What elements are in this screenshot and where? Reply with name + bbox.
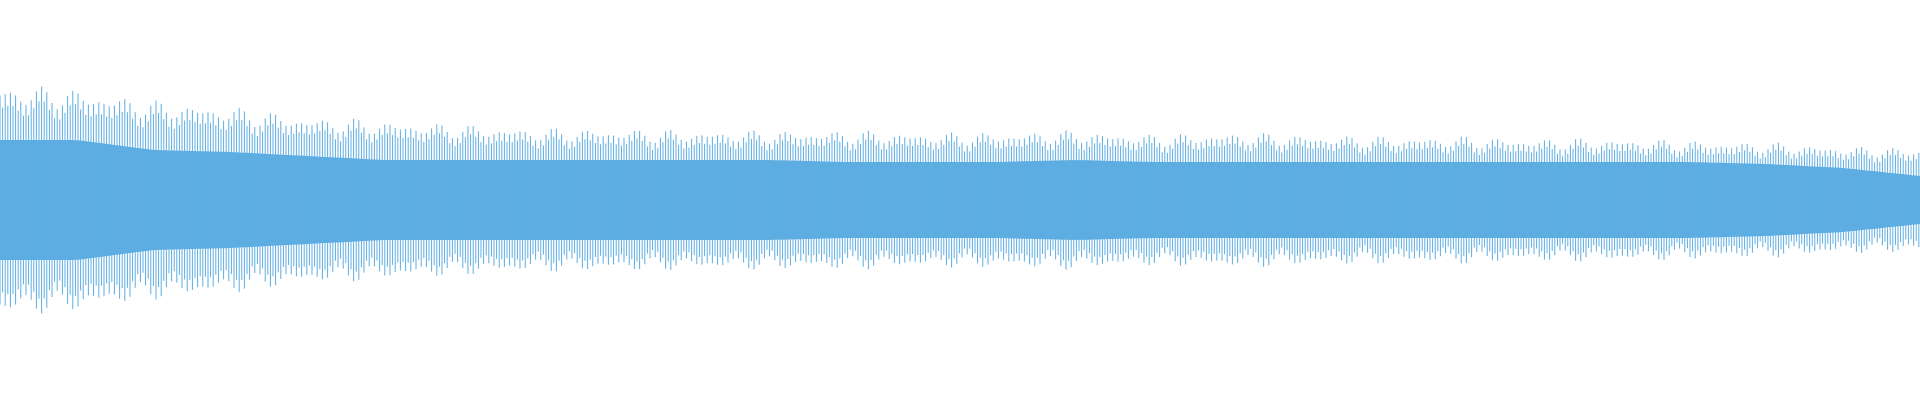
waveform-body (0, 140, 1920, 260)
waveform-peaks (0, 86, 1920, 314)
waveform-oscillation-lines (0, 86, 1920, 314)
waveform-core-band (0, 140, 1920, 260)
